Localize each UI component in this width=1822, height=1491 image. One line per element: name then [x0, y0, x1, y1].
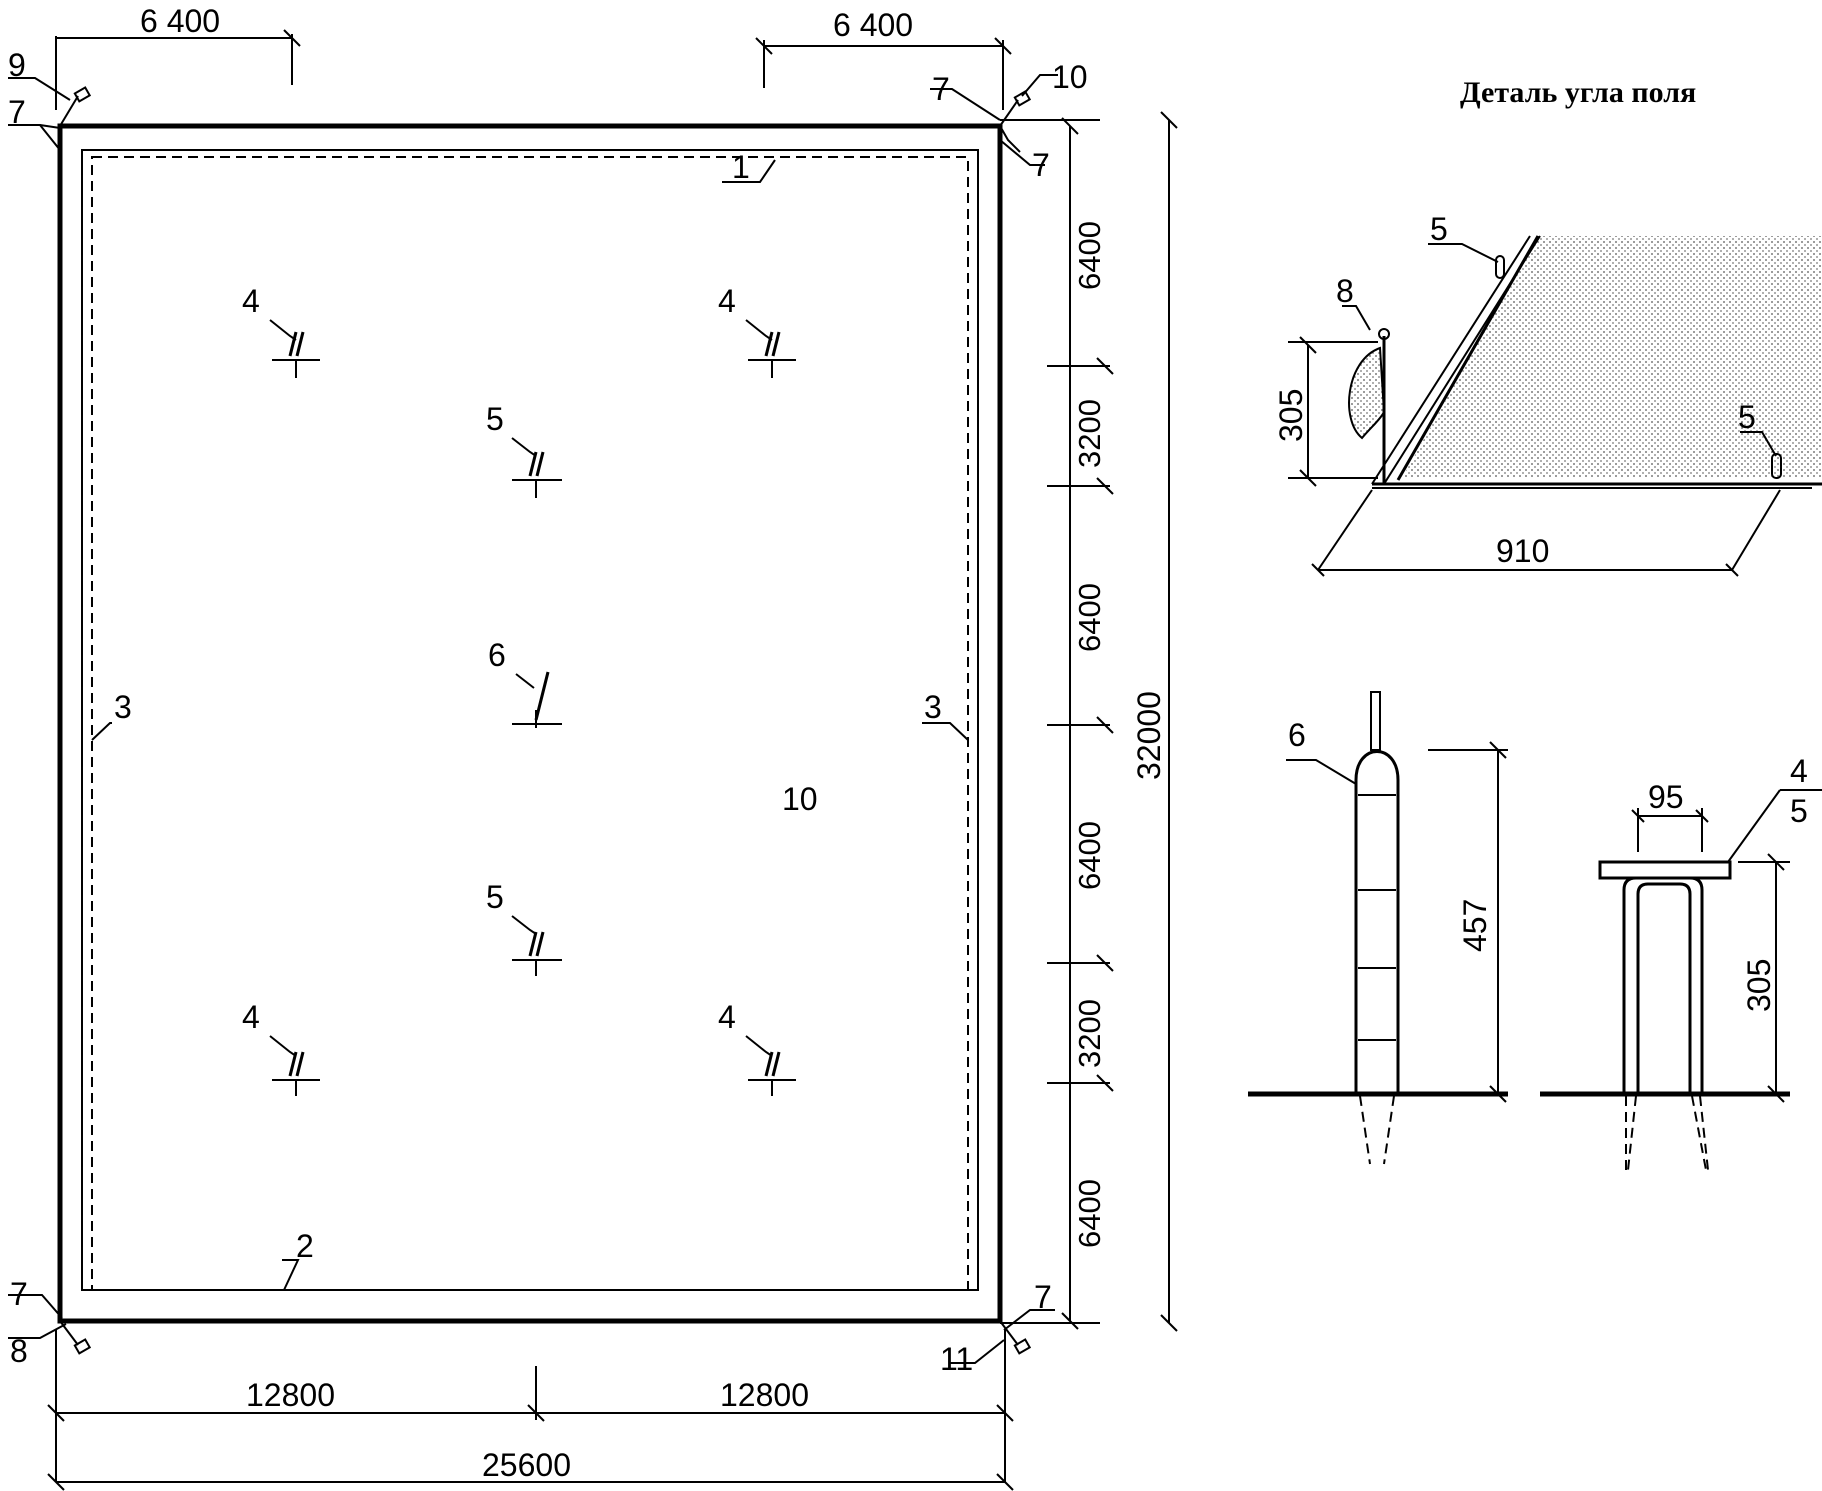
label-field: 10	[782, 781, 818, 817]
dim-bottom-half-right: 12800	[720, 1377, 809, 1413]
detail-title: Деталь угла поля	[1460, 76, 1696, 109]
corner-detail: Деталь угла поля 5 5 8 305 910	[1273, 76, 1822, 577]
label-wicket-2: 4	[718, 283, 736, 319]
stake-icon	[1354, 750, 1400, 1094]
label-corner-bl: 7	[10, 1276, 28, 1312]
flag-tl-icon	[73, 86, 92, 103]
dim-right-seg-1: 6400	[1072, 221, 1107, 290]
wicket-marker-4: 4	[718, 999, 796, 1096]
flag-tr-icon	[1013, 90, 1032, 107]
label-flag-bl: 8	[10, 1333, 28, 1369]
label-flag-tl: 9	[8, 47, 26, 83]
field-inner-line	[81, 149, 979, 1291]
dim-wicket-width: 95	[1648, 779, 1684, 815]
detail-flag-icon	[1348, 346, 1386, 440]
wicket-icon	[1622, 876, 1704, 1094]
top-dimensions: 6 400 6 400	[55, 3, 1012, 110]
flag-bl-icon	[73, 1338, 92, 1355]
field-plan: 6 400 6 400 12800 12800 25600	[8, 3, 1178, 1491]
corner-leaders	[8, 74, 1058, 1364]
wicket-top-bar	[1598, 860, 1732, 880]
dim-detail-flag-height: 305	[1273, 389, 1309, 442]
dim-top-left: 6 400	[140, 3, 220, 39]
label-detail-wicket-a: 5	[1430, 211, 1448, 247]
label-side-right: 3	[924, 689, 942, 725]
dim-right-seg-5: 3200	[1072, 999, 1107, 1068]
center-wicket-top: 5	[486, 401, 562, 498]
label-wicket-4: 4	[718, 999, 736, 1035]
dim-right-seg-2: 3200	[1072, 399, 1107, 468]
flag-br-icon	[1013, 1338, 1032, 1355]
wicket-marker-3: 4	[242, 999, 320, 1096]
label-detail-flag: 8	[1336, 273, 1354, 309]
bottom-dimensions: 12800 12800 25600	[47, 1330, 1014, 1491]
label-wicket-3: 4	[242, 999, 260, 1035]
center-wicket-bottom: 5	[486, 879, 562, 976]
label-detail-wicket-top: 4	[1790, 753, 1808, 789]
dim-right-seg-6: 6400	[1072, 1179, 1107, 1248]
label-corner-tr-side: 7	[1032, 147, 1050, 183]
label-detail-wicket-bottom: 5	[1790, 793, 1808, 829]
stake-detail: 6 457	[1248, 691, 1508, 1165]
dim-top-right: 6 400	[833, 7, 913, 43]
dim-wicket-height: 305	[1741, 959, 1777, 1012]
label-center-wicket-bottom: 5	[486, 879, 504, 915]
playing-field-boundary-dashed	[91, 156, 969, 1291]
label-wicket-1: 4	[242, 283, 260, 319]
dim-right-total: 32000	[1131, 691, 1167, 780]
label-corner-tl: 7	[8, 94, 26, 130]
label-center-wicket-top: 5	[486, 401, 504, 437]
wicket-detail: 95 305 4 5	[1540, 753, 1822, 1171]
dim-right-seg-3: 6400	[1072, 583, 1107, 652]
wicket-marker-2: 4	[718, 283, 796, 378]
label-flag-br: 11	[940, 1341, 973, 1377]
dim-detail-width: 910	[1496, 533, 1549, 569]
label-flag-tr: 10	[1052, 59, 1088, 95]
label-detail-stake: 6	[1288, 717, 1306, 753]
label-center-stake: 6	[488, 637, 506, 673]
wicket-marker-1: 4	[242, 283, 320, 378]
dim-bottom-half-left: 12800	[246, 1377, 335, 1413]
center-stake: 6	[488, 637, 562, 728]
dim-right-seg-4: 6400	[1072, 821, 1107, 890]
right-dimensions: 32000 6400 3200 6400 6400 3200 6400	[1000, 111, 1178, 1332]
field-outer-boundary	[57, 123, 1003, 1324]
corner-flags	[59, 86, 1032, 1355]
detail-wicket-a-icon	[1495, 255, 1505, 279]
label-boundary: 1	[732, 149, 750, 185]
label-corner-tr-top: 7	[932, 71, 950, 107]
detail-wicket-b-icon	[1771, 453, 1782, 479]
label-corner-br: 7	[1034, 1279, 1052, 1315]
detail-dotted-field	[1402, 236, 1822, 478]
label-side-left: 3	[114, 689, 132, 725]
dim-stake-height: 457	[1457, 899, 1493, 952]
label-baseline: 2	[296, 1228, 314, 1264]
dim-bottom-total: 25600	[482, 1447, 571, 1483]
label-detail-wicket-b: 5	[1738, 399, 1756, 435]
